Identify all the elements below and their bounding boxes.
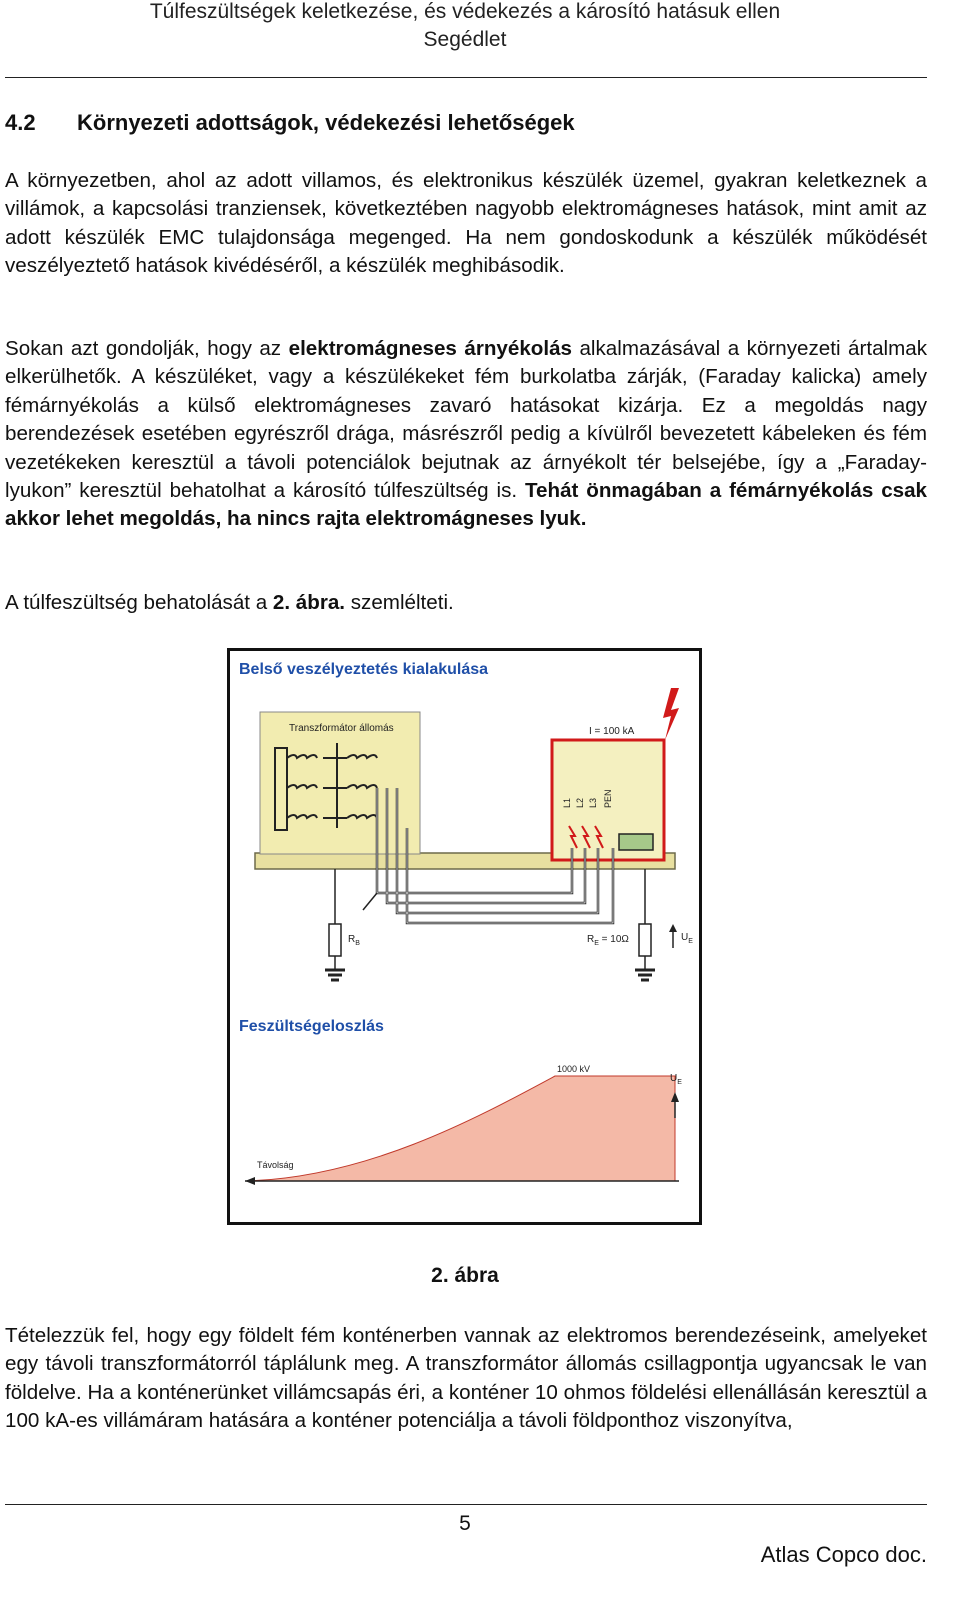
paragraph-3-text-a: A túlfeszültség behatolását a — [5, 591, 273, 614]
conductor-l1: L1 — [562, 798, 572, 808]
rb-resistor — [325, 869, 378, 982]
footer-rule — [5, 1504, 927, 1505]
lightning-bolt-icon — [663, 688, 679, 740]
footer-text: Atlas Copco doc. — [760, 1542, 927, 1567]
figure-reference: 2. ábra. — [272, 591, 346, 614]
cable-highlights — [376, 788, 614, 924]
transformer-label: Transzformátor állomás — [289, 723, 394, 734]
conductor-labels: L1 L2 L3 PEN — [562, 789, 613, 808]
paragraph-2-text-b: alkalmazásával a környezeti ártalmak elk… — [5, 337, 927, 503]
equipment-box — [618, 833, 654, 851]
figure-diagram: Belső veszélyeztetés kialakulása Transzf… — [227, 648, 702, 1225]
header-subtitle: Segédlet — [423, 28, 507, 51]
voltage-curve — [244, 1075, 676, 1182]
paragraph-1: A környezetben, ahol az adott villamos, … — [5, 169, 927, 278]
header-title: Túlfeszültségek keletkezése, és védekezé… — [149, 0, 781, 23]
section-number: 4.2 — [5, 110, 36, 135]
current-label: I = 100 kA — [589, 726, 635, 737]
conductor-l2: L2 — [575, 798, 585, 808]
paragraph-2-text-a: Sokan azt gondolják, hogy az — [5, 337, 289, 360]
rb-label: RB — [348, 934, 360, 947]
ue-bottom-arrowhead-icon — [671, 1092, 679, 1102]
paragraph-3-text-b: szemlélteti. — [345, 591, 454, 614]
distance-label: Távolság — [257, 1160, 294, 1170]
conductor-pen: PEN — [603, 789, 613, 808]
distance-arrow-icon — [245, 1177, 255, 1185]
header-rule — [5, 77, 927, 78]
figure-caption: 2. ábra — [431, 1264, 499, 1287]
section-heading: 4.2 Környezeti adottságok, védekezési leh… — [5, 110, 575, 136]
re-label: RE = 10Ω — [587, 934, 629, 947]
ue-arrowhead-icon — [669, 924, 677, 932]
figure-title-bottom: Feszültségeloszlás — [239, 1018, 384, 1035]
paragraph-3: A túlfeszültség behatolását a 2. ábra. s… — [5, 589, 927, 617]
paragraph-4: Tételezzük fel, hogy egy földelt fém kon… — [5, 1324, 927, 1433]
paragraph-2-bold-b: Tehát önmagában a fémárnyékolás csak akk… — [5, 479, 928, 531]
paragraph-2-bold-a: elektromágneses árnyékolás — [288, 337, 572, 360]
transformer-coils — [274, 743, 378, 831]
paragraph-2: Sokan azt gondolják, hogy az elektromágn… — [5, 335, 927, 534]
re-resistor — [635, 869, 655, 982]
peak-label: 1000 kV — [557, 1064, 590, 1074]
surge-spark-icon — [568, 825, 604, 849]
ue-label: UE — [681, 932, 693, 945]
page-number: 5 — [459, 1512, 471, 1535]
figure-2: Belső veszélyeztetés kialakulása Transzf… — [227, 648, 702, 1225]
conductor-l3: L3 — [588, 798, 598, 808]
section-title: Környezeti adottságok, védekezési lehető… — [77, 110, 575, 135]
ue-bottom-label: UE — [670, 1073, 682, 1086]
figure-title-top: Belső veszélyeztetés kialakulása — [239, 661, 488, 678]
